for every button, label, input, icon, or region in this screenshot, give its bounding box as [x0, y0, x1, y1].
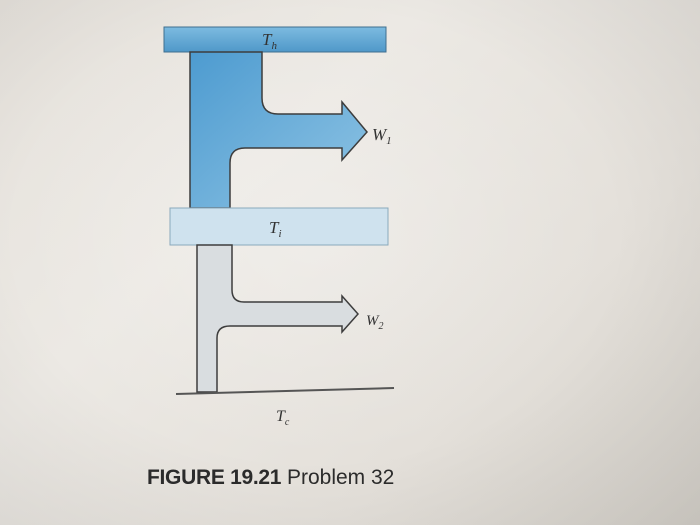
intermediate-reservoir-label: Ti: [269, 218, 282, 240]
figure-caption: FIGURE 19.21 Problem 32: [147, 466, 394, 490]
figure-number: FIGURE 19.21: [147, 466, 282, 489]
hot-reservoir-label-sub: h: [271, 40, 277, 52]
upper-heat-flow: [189, 51, 368, 209]
figure-caption-text: Problem 32: [286, 466, 395, 489]
cold-reservoir-label: Tc: [276, 408, 290, 428]
cold-reservoir-line: [175, 387, 395, 395]
hot-reservoir: [163, 26, 387, 53]
intermediate-reservoir: [169, 207, 389, 246]
hot-reservoir-label: Th: [262, 30, 277, 52]
hot-reservoir-label-main: T: [262, 30, 273, 49]
lower-heat-flow: [196, 244, 360, 393]
work-2-label: W2: [366, 313, 384, 332]
work-1-label: W1: [372, 125, 392, 147]
